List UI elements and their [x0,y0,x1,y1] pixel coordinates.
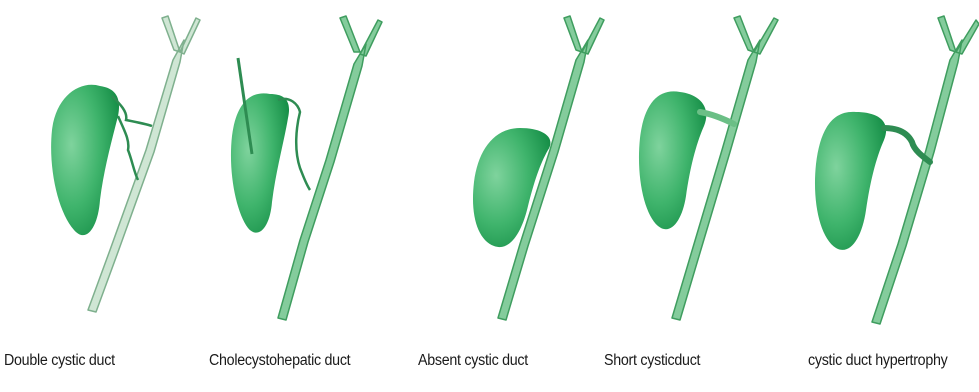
caption-cholecystohepatic-duct: Cholecystohepatic duct [209,352,350,370]
gallbladder [639,91,706,229]
gallbladder [51,85,119,235]
caption-short-cystic-duct: Short cysticduct [604,352,700,370]
panel-cystic-duct-hypertrophy [815,16,979,324]
cystic-duct [884,128,930,162]
caption-cystic-duct-hypertrophy: cystic duct hypertrophy [808,352,947,370]
common-bile-duct [278,16,382,320]
panel-absent-cystic-duct [473,16,604,320]
common-bile-duct [872,16,979,324]
caption-double-cystic-duct: Double cystic duct [4,352,115,370]
gallbladder [815,112,886,250]
panel-short-cystic-duct [639,16,778,320]
cystic-duct-lower [118,116,138,180]
caption-absent-cystic-duct: Absent cystic duct [418,352,528,370]
gallbladder [231,93,289,232]
panel-double-cystic-duct [51,16,200,312]
panel-cholecystohepatic-duct [231,16,382,320]
